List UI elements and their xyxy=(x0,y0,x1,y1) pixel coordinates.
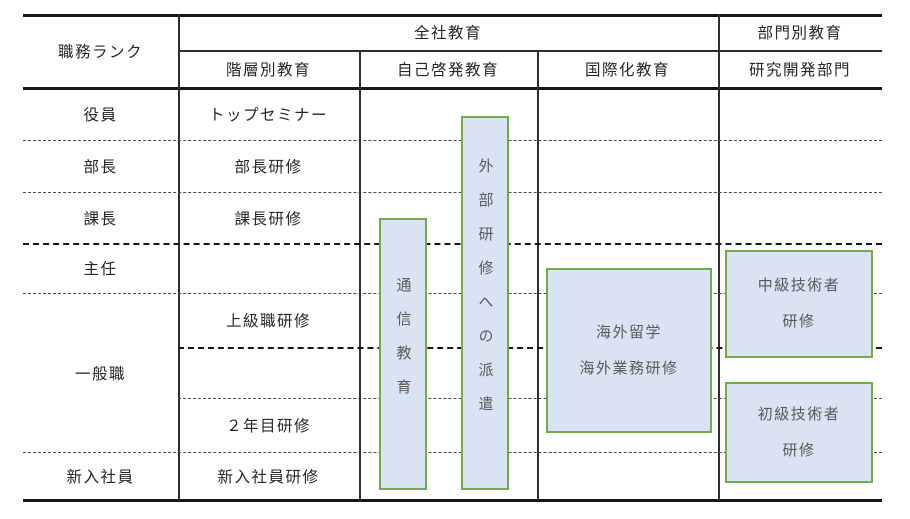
training-box-beginner-line2: 研修 xyxy=(782,441,816,459)
training-box-intermediate-line2: 研修 xyxy=(782,313,816,330)
row-divider-mid-2nd xyxy=(178,398,882,399)
program-2nd-year-kenshu: ２年目研修 xyxy=(225,418,311,435)
training-box-international: 海外留学 海外業務研修 xyxy=(546,268,712,433)
row-divider-ippan-shinnyu xyxy=(23,452,882,453)
training-box-international-line1: 海外留学 xyxy=(595,323,662,341)
training-box-external-dispatch: 外部研修への派遣 xyxy=(461,116,509,490)
training-box-international-line2: 海外業務研修 xyxy=(579,359,679,377)
rank-label-shunin: 主任 xyxy=(83,261,118,278)
header-rnd-department: 研究開発部門 xyxy=(748,61,851,79)
training-box-beginner-engineer: 初級技術者 研修 xyxy=(725,382,873,483)
rank-label-kacho: 課長 xyxy=(83,210,118,228)
program-kacho-kenshu: 課長研修 xyxy=(234,210,303,228)
row-divider-bucho-kacho xyxy=(23,192,882,193)
training-box-correspondence-label: 通信教育 xyxy=(394,276,412,413)
row-divider-kacho-shunin xyxy=(23,243,882,245)
column-divider-self-international xyxy=(537,50,539,500)
header-company-wide: 全社教育 xyxy=(413,25,482,42)
rank-label-bucho: 部長 xyxy=(83,159,118,176)
header-rank-column: 職務ランク xyxy=(57,43,143,61)
column-divider-tier-self xyxy=(359,50,361,500)
column-divider-international-rnd xyxy=(718,14,720,500)
row-divider-senior-mid xyxy=(178,347,882,349)
row-divider-shunin-ippan xyxy=(23,293,882,294)
header-internationalization: 国際化教育 xyxy=(584,61,670,79)
table-top-border xyxy=(23,14,882,17)
row-divider-yakuin-bucho xyxy=(23,140,882,141)
rank-label-yakuin: 役員 xyxy=(83,107,118,124)
program-newcomer-kenshu: 新入社員研修 xyxy=(217,468,320,486)
column-divider-rank xyxy=(178,14,180,500)
training-box-external-dispatch-label: 外部研修への派遣 xyxy=(476,157,494,430)
header-departmental: 部門別教育 xyxy=(757,25,843,42)
training-box-intermediate-engineer: 中級技術者 研修 xyxy=(725,250,873,358)
rank-label-shinnyushain: 新入社員 xyxy=(66,468,135,486)
program-bucho-kenshu: 部長研修 xyxy=(234,159,303,176)
training-box-beginner-line1: 初級技術者 xyxy=(757,405,841,423)
table-bottom-border xyxy=(23,499,882,502)
header-tier-education: 階層別教育 xyxy=(225,61,311,79)
rank-label-ippanshoku: 一般職 xyxy=(74,365,126,383)
header-bottom-border xyxy=(23,87,882,90)
header-self-development: 自己啓発教育 xyxy=(396,61,499,79)
program-top-seminar: トップセミナー xyxy=(208,107,328,124)
training-box-intermediate-line1: 中級技術者 xyxy=(757,277,841,294)
header-row-divider xyxy=(178,50,882,52)
training-box-correspondence: 通信教育 xyxy=(379,218,427,490)
program-senior-kenshu: 上級職研修 xyxy=(225,313,311,330)
